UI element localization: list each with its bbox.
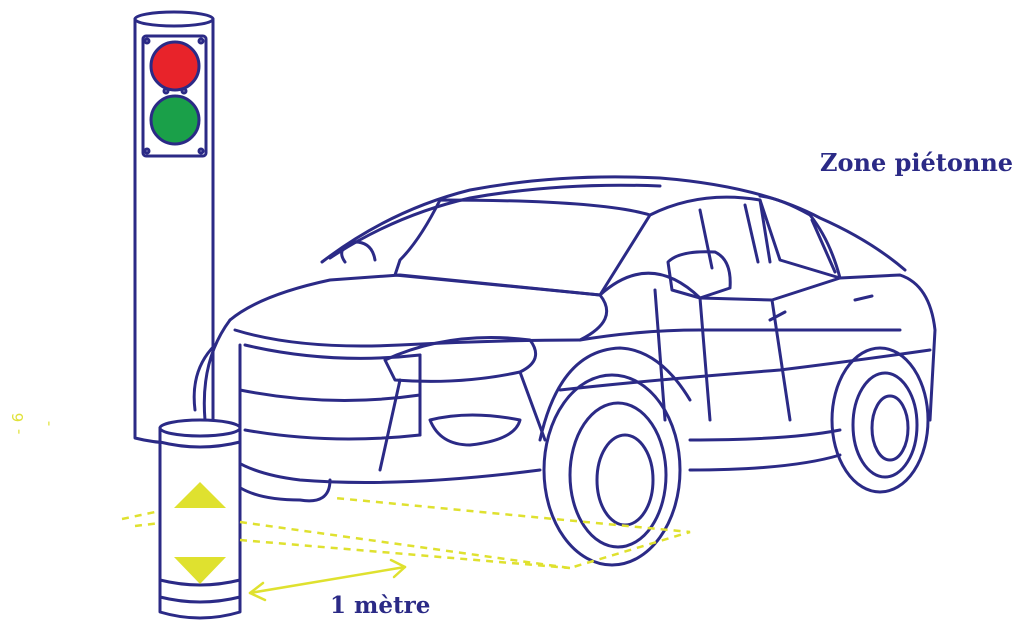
arrow-down-icon — [174, 557, 226, 584]
zone-label: Zone piétonne — [820, 148, 1014, 177]
traffic-light-icon — [133, 10, 215, 445]
distance-label: 1 mètre — [330, 592, 431, 619]
car-icon — [192, 175, 937, 567]
double-arrow-icon — [248, 558, 407, 602]
red-light — [149, 40, 201, 92]
bollard-icon — [158, 418, 242, 620]
arrow-up-icon — [174, 482, 226, 508]
page-number: - 6 - — [9, 411, 57, 435]
zone-outline — [121, 496, 691, 570]
green-light — [149, 94, 201, 146]
